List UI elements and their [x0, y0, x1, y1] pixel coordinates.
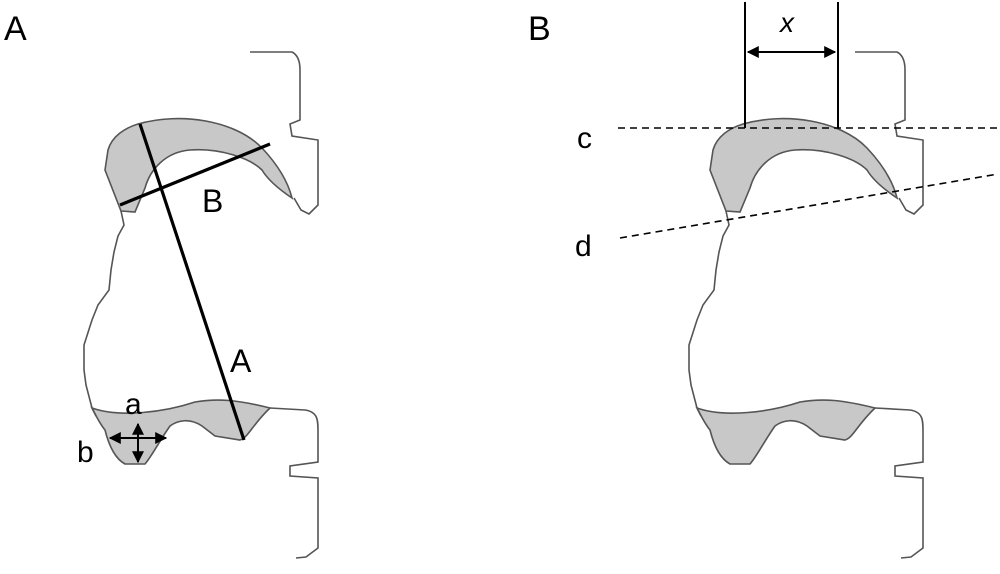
panel-b: B x c d	[528, 2, 999, 559]
small-label-b: b	[77, 436, 94, 469]
reference-line-d	[619, 173, 999, 239]
small-label-a: a	[125, 388, 142, 421]
measurement-label-b: B	[202, 183, 223, 219]
width-label-x: x	[778, 7, 795, 38]
measurement-line-a	[138, 123, 246, 441]
panel-a-label: A	[4, 10, 27, 48]
reference-label-c: c	[577, 122, 592, 155]
panel-a: A A B a b	[4, 10, 319, 559]
panel-b-label: B	[528, 10, 551, 48]
measurement-line-b	[119, 142, 271, 207]
reference-label-d: d	[575, 230, 592, 263]
measurement-label-a: A	[230, 343, 252, 379]
